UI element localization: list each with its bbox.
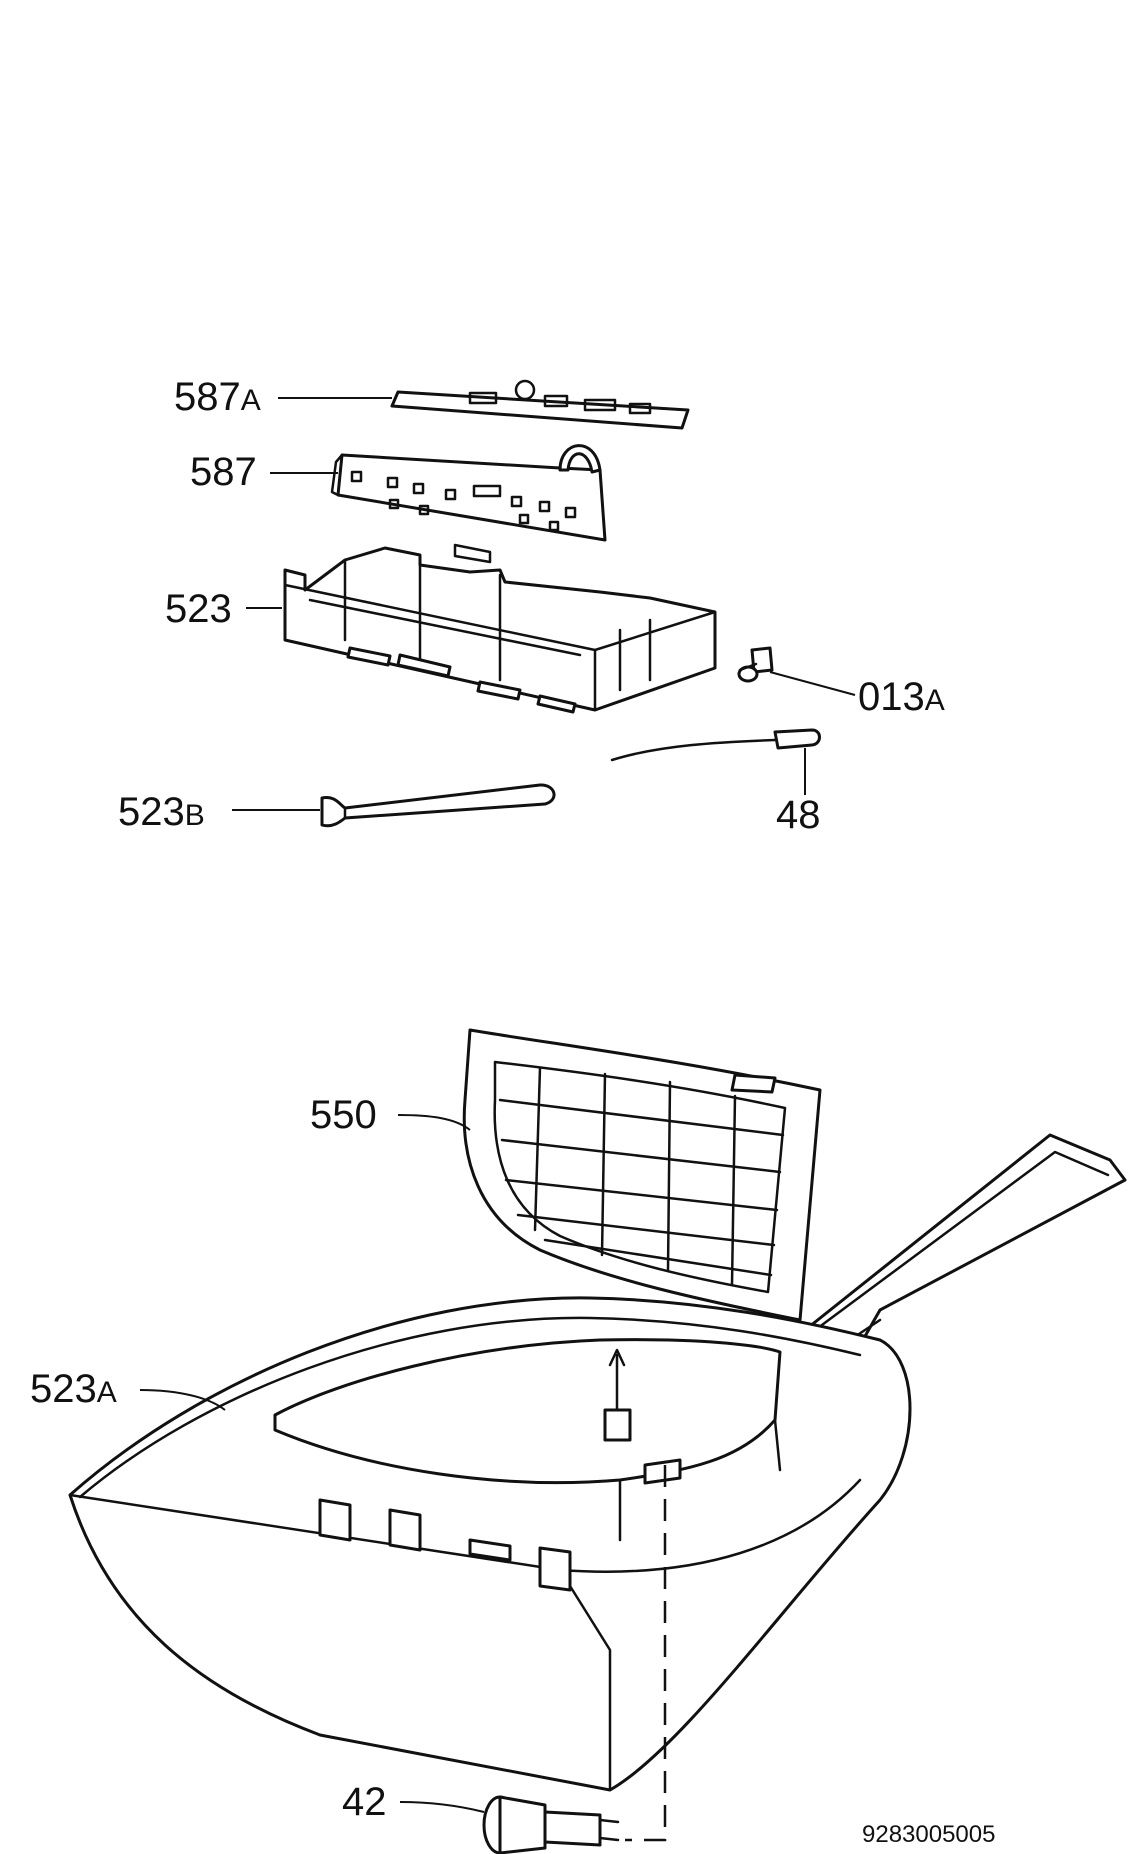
label-523: 523	[165, 587, 232, 631]
part-587-front-panel	[330, 444, 607, 542]
part-550-grille	[462, 1028, 822, 1322]
label-587a: 587A	[174, 375, 261, 419]
label-42: 42	[342, 1780, 387, 1824]
label-48: 48	[776, 793, 821, 837]
part-523b-lever	[320, 783, 556, 828]
label-523a: 523A	[30, 1367, 117, 1411]
part-42-connector	[482, 1795, 620, 1854]
part-523a-lower-body	[68, 1133, 1127, 1792]
label-523b: 523B	[118, 790, 205, 834]
grille-mesh	[498, 1066, 785, 1287]
part-587a-circuit-board	[390, 379, 690, 430]
drawing-code: 9283005005	[862, 1821, 995, 1848]
part-013a-knob	[737, 646, 774, 683]
part-523-housing	[283, 543, 717, 714]
label-587: 587	[190, 450, 257, 494]
label-550: 550	[310, 1093, 377, 1137]
assembly-dashed-line	[625, 1465, 667, 1842]
part-48-sensor	[610, 728, 821, 762]
leader-lines	[139, 397, 856, 1813]
label-013a: 013A	[858, 675, 945, 719]
